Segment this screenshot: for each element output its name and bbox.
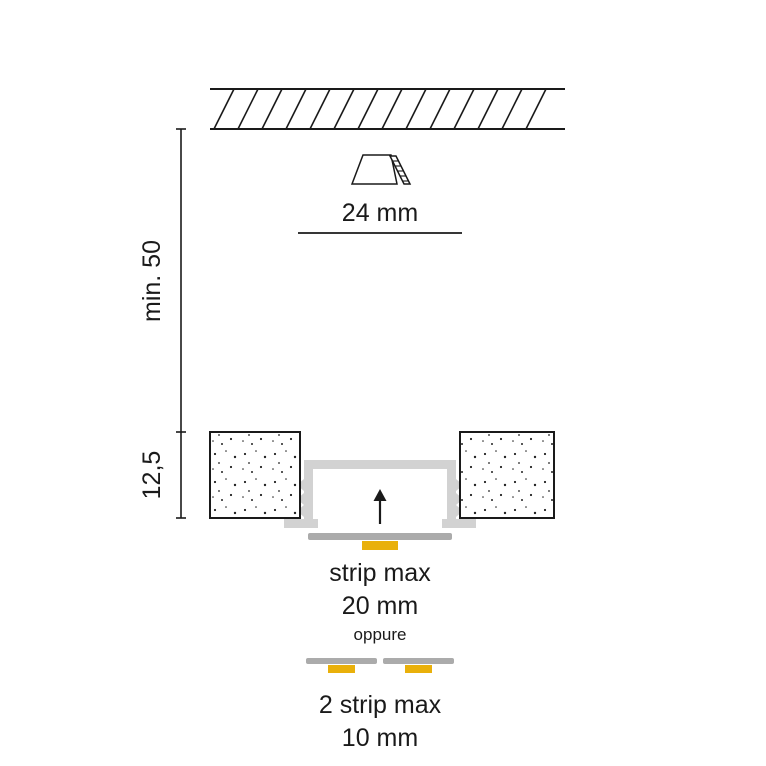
profile-top-web bbox=[304, 460, 456, 469]
single-strip-label-line1: strip max bbox=[329, 559, 431, 587]
profile-right-wall bbox=[447, 460, 456, 528]
profile-left-wall bbox=[304, 460, 313, 528]
clip-hatch-lines bbox=[392, 160, 409, 182]
double-strip-label-line2: 10 mm bbox=[342, 724, 418, 752]
cover-half-right bbox=[383, 658, 454, 664]
ceiling-hatch-lines bbox=[213, 88, 547, 130]
plasterboard-left bbox=[209, 431, 301, 519]
profile-left-foot bbox=[284, 519, 318, 528]
led-strip-left bbox=[328, 665, 355, 673]
clip-body-shape bbox=[350, 154, 398, 185]
profile-cover bbox=[308, 533, 452, 540]
min-depth-label: min. 50 bbox=[138, 240, 166, 322]
plasterboard-left-speckle bbox=[211, 433, 299, 517]
board-thickness-label: 12,5 bbox=[138, 451, 166, 500]
ceiling-section bbox=[210, 88, 565, 130]
clip-spring-flap bbox=[388, 155, 412, 185]
two-strip-option bbox=[306, 658, 454, 673]
insert-direction-arrow-icon bbox=[373, 489, 387, 524]
led-strip-right bbox=[405, 665, 432, 673]
profile-right-foot bbox=[442, 519, 476, 528]
plasterboard-right-speckle bbox=[461, 433, 553, 517]
plasterboard-right bbox=[459, 431, 555, 519]
vertical-dimension-lines bbox=[176, 128, 186, 519]
cover-half-left bbox=[306, 658, 377, 664]
led-strip-single bbox=[362, 541, 398, 550]
single-strip-label-line2: 20 mm bbox=[342, 592, 418, 620]
opening-width-label: 24 mm bbox=[342, 199, 418, 227]
mounting-clip-icon bbox=[350, 154, 412, 185]
double-strip-label-line1: 2 strip max bbox=[319, 691, 442, 719]
or-label: oppure bbox=[354, 625, 407, 644]
